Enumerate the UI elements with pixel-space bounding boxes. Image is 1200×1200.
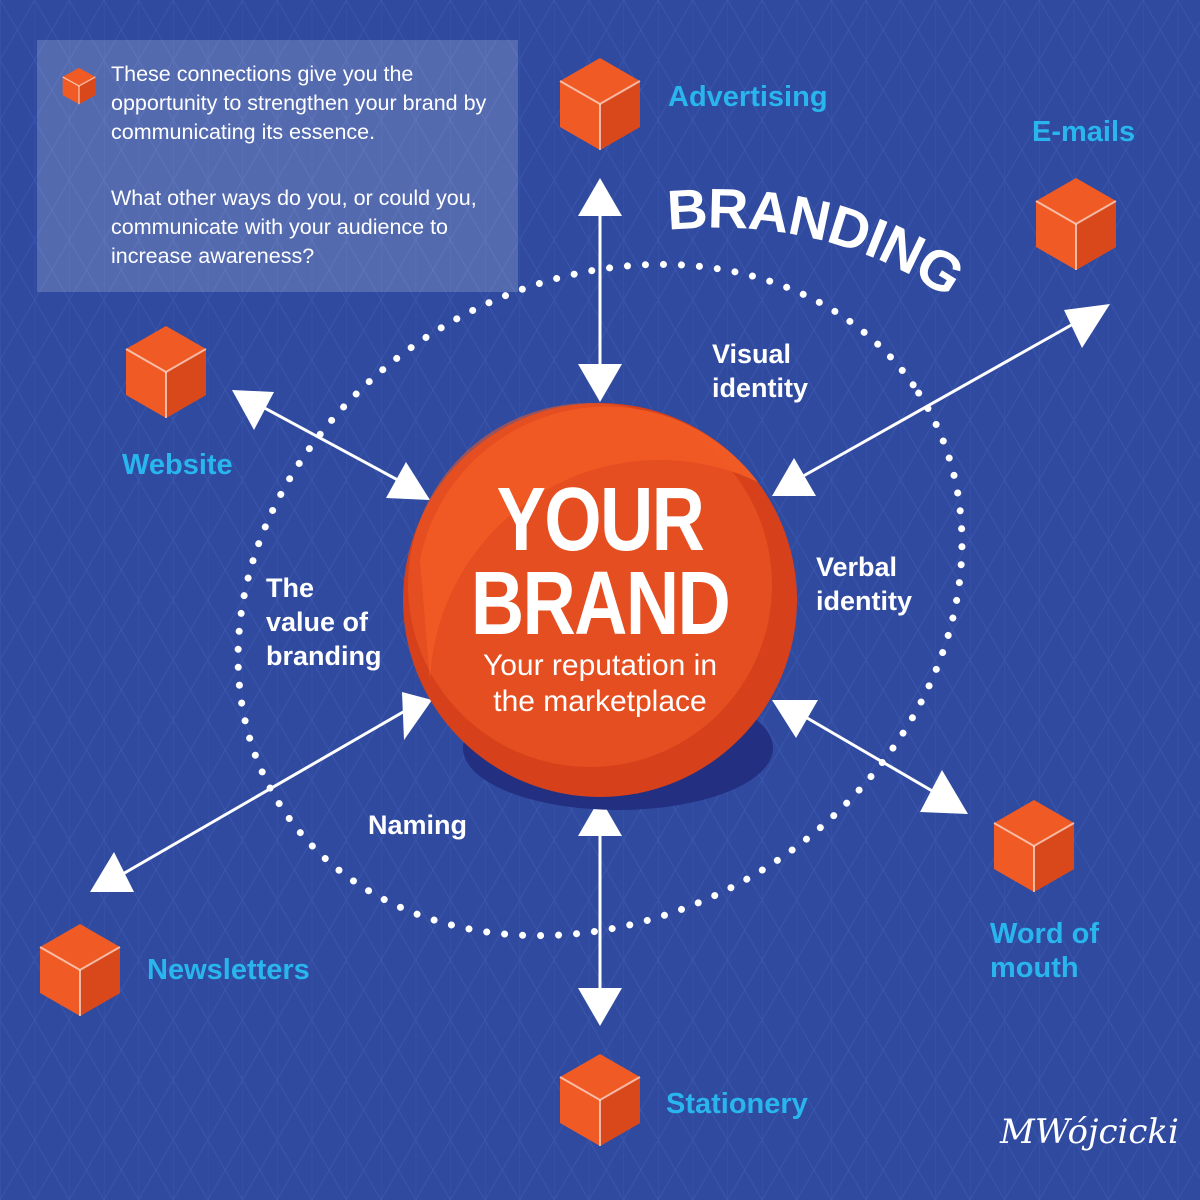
visual-identity-line1: Visual [712, 339, 792, 369]
brand-subtitle-line1: Your reputation in [482, 649, 718, 682]
connector-word-of-mouth [789, 706, 959, 808]
arrow-advertising-outer [578, 178, 622, 216]
arrow-emails-inner [772, 458, 816, 496]
info-paragraph-1: These connections give you the opportuni… [111, 62, 487, 144]
brand-title-line1: YOUR [496, 470, 705, 570]
connector-lines [101, 182, 1099, 1022]
visual-identity-line2: identity [712, 373, 809, 403]
ring-label-visual-identity: Visual identity [712, 337, 808, 405]
channel-stationery: Stationery [666, 1088, 808, 1120]
cube-advertising-icon [559, 58, 641, 150]
cube-word-of-mouth-icon [993, 800, 1075, 892]
brand-title-line2: BRAND [470, 554, 731, 654]
artist-signature: MWójcicki [1000, 1112, 1179, 1152]
connector-newsletters [101, 706, 411, 888]
brand-title: YOUR BRAND [444, 470, 756, 654]
value-of-branding-line2: value of [266, 607, 369, 637]
arrow-value-inner [402, 692, 432, 740]
info-paragraph-2: What other ways do you, or could you, co… [111, 186, 477, 268]
brand-subtitle: Your reputation in the marketplace [430, 648, 770, 720]
arrow-newsletters-outer [90, 852, 134, 892]
arrow-word-of-mouth-inner [772, 700, 818, 738]
verbal-identity-line2: identity [816, 586, 913, 616]
dotted-ring [234, 260, 966, 940]
cube-icon [62, 67, 96, 105]
arrow-emails-outer [1064, 304, 1110, 348]
word-of-mouth-line2: mouth [990, 952, 1079, 984]
arrow-stationery-outer [578, 988, 622, 1026]
channel-website: Website [122, 449, 233, 481]
brand-subtitle-line2: the marketplace [493, 685, 707, 718]
arrow-word-of-mouth-outer [920, 770, 968, 814]
verbal-identity-line1: Verbal [816, 552, 898, 582]
value-of-branding-line3: branding [266, 641, 382, 671]
arrow-website-outer [232, 390, 274, 430]
arrow-stationery-inner [578, 798, 622, 836]
channel-emails: E-mails [1032, 116, 1136, 148]
connector-emails [781, 308, 1099, 490]
channel-advertising: Advertising [668, 81, 828, 113]
arrowheads [90, 178, 1110, 1026]
word-of-mouth-line1: Word of [990, 918, 1099, 950]
arrow-website-inner [386, 462, 430, 500]
value-of-branding-line1: The [266, 573, 315, 603]
channel-word-of-mouth: Word of mouth [990, 917, 1099, 985]
channel-newsletters: Newsletters [147, 954, 310, 986]
ring-label-verbal-identity: Verbal identity [816, 550, 912, 618]
ring-label-naming: Naming [368, 810, 468, 840]
cube-stationery-icon [559, 1054, 641, 1146]
cube-website-icon [125, 326, 207, 418]
sphere-glow [408, 403, 772, 767]
info-box: These connections give you the opportuni… [37, 40, 518, 292]
ring-label-value-of-branding: The value of branding [266, 571, 382, 673]
arrow-advertising-inner [578, 364, 622, 402]
cube-newsletters-icon [39, 924, 121, 1016]
connector-website [245, 396, 421, 494]
cube-emails-icon [1035, 178, 1117, 270]
